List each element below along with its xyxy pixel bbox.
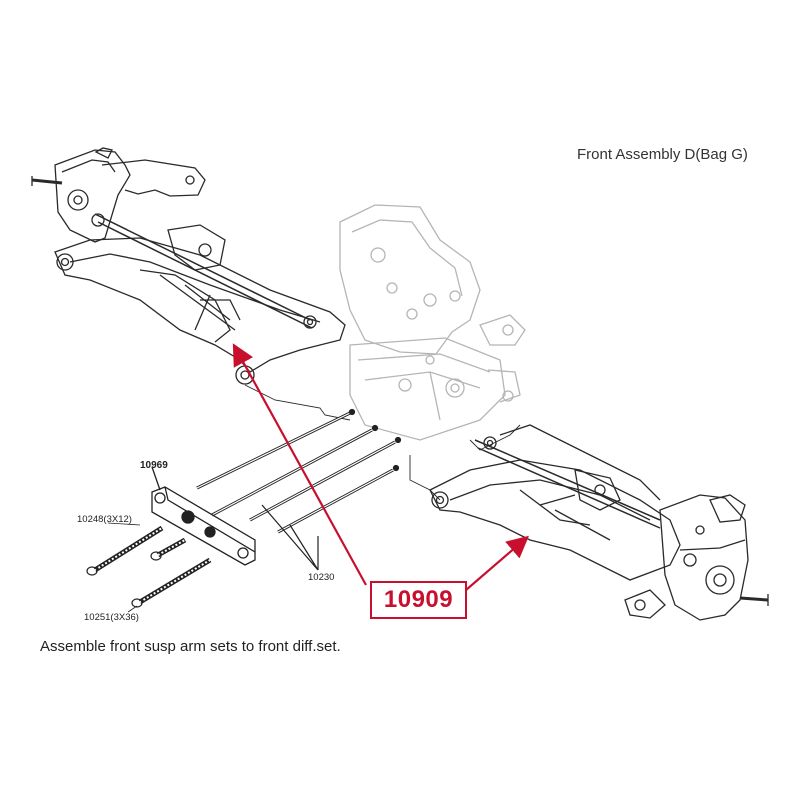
part-number-10230: 10230 — [308, 572, 335, 583]
right-front-suspension-arm — [429, 424, 769, 621]
part-number-10248: 10248(3X12) — [77, 514, 132, 525]
part-number-10969: 10969 — [140, 460, 168, 471]
instruction-text: Assemble front susp arm sets to front di… — [40, 638, 341, 655]
diagram-title: Front Assembly D(Bag G) — [577, 146, 748, 163]
front-diff-shock-tower — [339, 204, 526, 441]
part-callout-box: 10909 — [370, 581, 467, 619]
part-number-10251: 10251(3X36) — [84, 612, 139, 623]
screws — [86, 522, 212, 613]
callout-arrows — [232, 343, 529, 591]
hinge-pins — [196, 408, 402, 571]
hinge-pin-brace — [151, 466, 256, 566]
left-front-suspension-arm — [31, 147, 346, 385]
